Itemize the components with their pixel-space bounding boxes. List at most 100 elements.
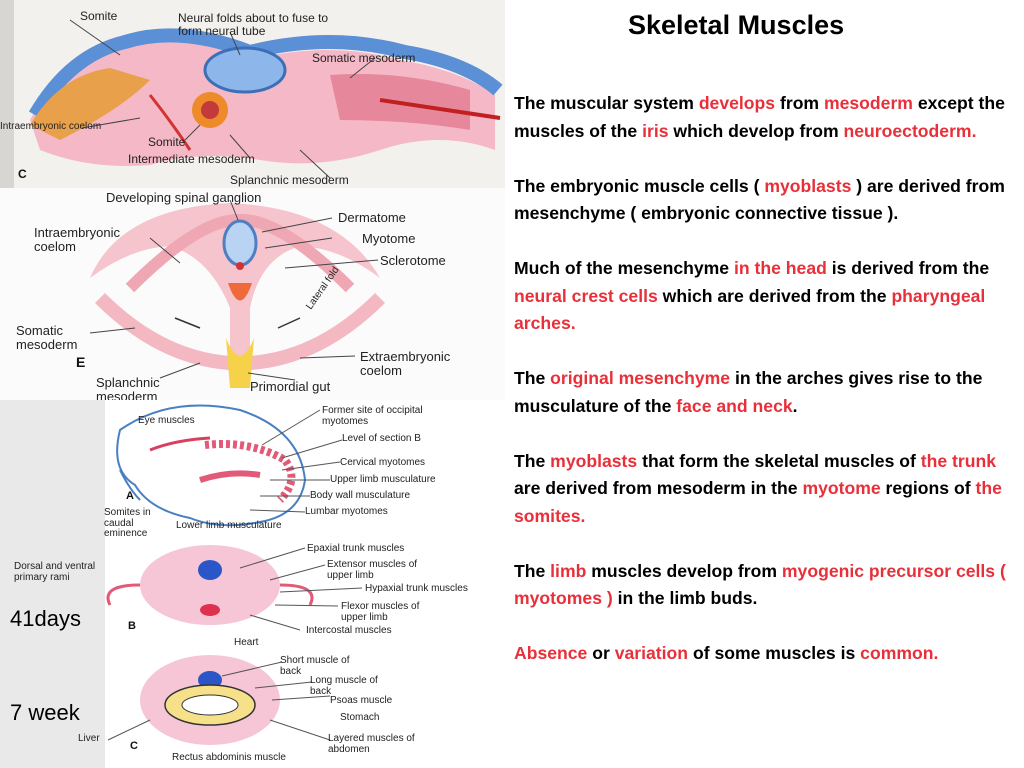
label-stomach: Stomach xyxy=(340,712,380,723)
text-run: regions of xyxy=(880,478,976,498)
highlight-term: Absence xyxy=(514,643,588,663)
text-run: Much of the mesenchyme xyxy=(514,258,734,278)
label-epaxial-trunk-muscles: Epaxial trunk muscles xyxy=(307,543,405,554)
text-run: which are derived from the xyxy=(657,285,892,306)
text-run: except the muscles of the xyxy=(514,93,1005,141)
text-run: or xyxy=(587,643,615,663)
text-run: in the limb buds. xyxy=(612,588,758,608)
label-developing-spinal-ganglion: Developing spinal ganglion xyxy=(106,190,262,205)
label-layered-muscles: Layered muscles of abdomen xyxy=(328,733,415,755)
paragraph-7: Absence or variation of some muscles is … xyxy=(514,640,1019,668)
highlight-term: the trunk xyxy=(920,450,997,471)
label-intraembryonic-coelom-mid: Intraembryonic coelom xyxy=(34,225,120,254)
text-run: of some muscles is xyxy=(688,643,861,663)
highlight-term: myogenic precursor cells ( myotomes ) xyxy=(514,560,1006,609)
label-body-wall-musculature: Body wall musculature xyxy=(310,490,411,501)
text-run: that form the skeletal muscles of xyxy=(637,450,921,471)
label-long-muscle-back: Long muscle of back xyxy=(310,675,378,697)
label-psoas-muscle: Psoas muscle xyxy=(330,695,393,706)
text-run: The embryonic muscle cells ( xyxy=(514,175,765,196)
label-primordial-gut: Primordial gut xyxy=(250,379,331,394)
label-intercostal-muscles: Intercostal muscles xyxy=(306,625,392,636)
panel-letter-c-bottom: C xyxy=(130,740,138,752)
label-flexor-muscles: Flexor muscles of upper limb xyxy=(341,601,420,623)
text-run: muscles develop from xyxy=(586,560,782,581)
highlight-term: mesoderm xyxy=(823,93,913,113)
paragraph-4: The original mesenchyme in the arches gi… xyxy=(514,365,1019,420)
label-dorsal-ventral-rami: Dorsal and ventral primary rami xyxy=(14,561,96,583)
paragraph-2: The embryonic muscle cells ( myoblasts )… xyxy=(514,173,1019,228)
label-eye-muscles: Eye muscles xyxy=(138,415,195,426)
label-dermatome: Dermatome xyxy=(338,210,406,225)
label-liver: Liver xyxy=(78,733,100,744)
text-run: from xyxy=(775,93,824,113)
figure-muscle-development: Eye muscles Former site of occipital myo… xyxy=(0,400,505,768)
highlight-term: pharyngeal arches. xyxy=(514,285,986,334)
label-somites-caudal: Somites in caudal eminence xyxy=(104,507,151,539)
left-margin-strip xyxy=(0,400,105,768)
label-lower-limb-musculature: Lower limb musculature xyxy=(176,520,282,531)
figure-neural-folds: Somite Neural folds about to fuse to for… xyxy=(0,0,505,188)
label-extensor-muscles: Extensor muscles of upper limb xyxy=(327,559,418,581)
highlight-term: myoblasts xyxy=(764,175,852,196)
label-somite-top: Somite xyxy=(80,9,118,23)
highlight-term: in the head xyxy=(733,258,827,278)
muscle-development-illustration xyxy=(106,404,363,745)
highlight-term: neuroectoderm. xyxy=(843,120,977,141)
label-upper-limb-musculature: Upper limb musculature xyxy=(330,474,436,485)
text-run: are derived from mesoderm in the xyxy=(514,478,803,498)
somite-illustration xyxy=(89,199,385,388)
highlight-term: myotome xyxy=(802,478,881,498)
highlight-term: face and neck xyxy=(676,395,793,416)
text-run: is derived from the xyxy=(826,258,990,278)
highlight-term: develops xyxy=(698,93,776,113)
text-run: which develop from xyxy=(668,120,844,141)
highlight-term: neural crest cells xyxy=(514,285,658,306)
text-run: The xyxy=(514,450,551,471)
panel-letter-b: B xyxy=(128,620,136,632)
highlight-term: common. xyxy=(860,643,939,663)
label-splanchnic-mesoderm-mid: Splanchnic mesoderm xyxy=(96,375,160,400)
label-intraembryonic-coelom: Intraembryonic coelom xyxy=(0,121,102,132)
label-short-muscle-back: Short muscle of back xyxy=(280,655,350,677)
label-heart: Heart xyxy=(234,637,259,648)
paragraph-1: The muscular system develops from mesode… xyxy=(514,90,1019,145)
label-lumbar-myotomes: Lumbar myotomes xyxy=(305,506,388,517)
label-myotome: Myotome xyxy=(362,231,416,246)
label-cervical-myotomes: Cervical myotomes xyxy=(340,457,426,468)
highlight-term: original mesenchyme xyxy=(550,368,731,388)
label-somatic-mesoderm-mid: Somatic mesoderm xyxy=(16,323,78,352)
text-run: . xyxy=(792,395,798,416)
age-label-41days: 41days xyxy=(10,606,81,631)
label-extraembryonic-coelom: Extraembryonic coelom xyxy=(360,349,451,378)
label-former-site: Former site of occipital myotomes xyxy=(322,405,423,427)
label-level-section-b: Level of section B xyxy=(342,433,421,444)
label-somatic-mesoderm: Somatic mesoderm xyxy=(312,51,416,65)
label-somite-bottom: Somite xyxy=(148,135,186,149)
highlight-term: the somites. xyxy=(514,478,1002,526)
slide-title: Skeletal Muscles xyxy=(628,10,845,40)
label-intermediate-mesoderm: Intermediate mesoderm xyxy=(128,152,255,166)
label-neural-folds: Neural folds about to fuse to form neura… xyxy=(178,11,329,38)
neural-folds-illustration xyxy=(0,0,503,188)
paragraph-3: Much of the mesenchyme in the head is de… xyxy=(514,255,1019,338)
text-run: ) are derived from mesenchyme ( embryoni… xyxy=(514,175,1005,224)
age-label-7week: 7 week xyxy=(10,700,80,725)
panel-letter-e: E xyxy=(76,354,86,370)
highlight-term: myoblasts xyxy=(550,450,638,471)
label-splanchnic-mesoderm: Splanchnic mesoderm xyxy=(230,173,349,187)
text-run: The xyxy=(514,560,551,581)
label-rectus-abdominis: Rectus abdominis muscle xyxy=(172,752,286,763)
label-hypaxial-trunk-muscles: Hypaxial trunk muscles xyxy=(365,583,468,594)
text-run: The muscular system xyxy=(514,93,699,113)
paragraph-6: The limb muscles develop from myogenic p… xyxy=(514,558,1019,613)
panel-letter-a: A xyxy=(126,490,134,502)
highlight-term: variation xyxy=(614,643,689,663)
text-run: The xyxy=(514,368,551,388)
label-sclerotome: Sclerotome xyxy=(380,253,446,268)
panel-letter-c-top: C xyxy=(18,167,27,181)
slide-body-text: The muscular system develops from mesode… xyxy=(514,90,1019,695)
highlight-term: iris xyxy=(642,120,669,141)
text-run: in the arches gives rise to the musculat… xyxy=(514,368,983,416)
highlight-term: limb xyxy=(550,560,587,581)
